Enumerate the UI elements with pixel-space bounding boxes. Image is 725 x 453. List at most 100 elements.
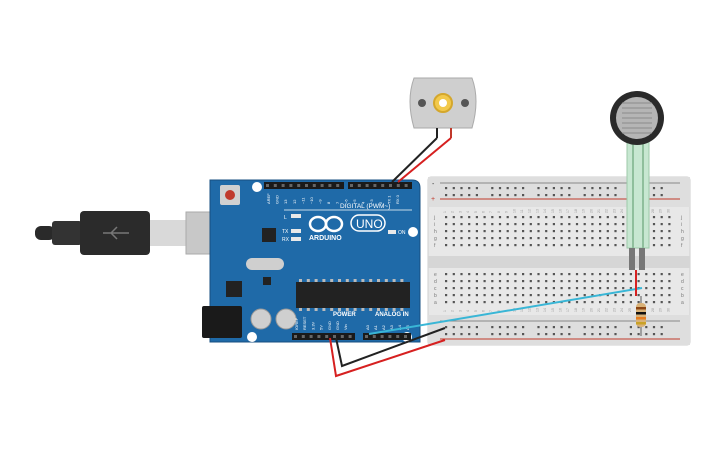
breadboard-hole[interactable] <box>614 333 617 336</box>
breadboard-hole[interactable] <box>622 294 625 297</box>
wire-5v-red[interactable] <box>329 337 446 378</box>
breadboard-hole[interactable] <box>498 333 502 336</box>
breadboard-hole[interactable] <box>614 294 617 297</box>
breadboard-hole[interactable] <box>475 280 478 283</box>
breadboard-hole[interactable] <box>652 287 656 290</box>
breadboard-hole[interactable] <box>652 280 656 283</box>
breadboard-hole[interactable] <box>506 194 509 197</box>
breadboard-hole[interactable] <box>660 273 663 276</box>
header-pin[interactable] <box>396 184 400 187</box>
breadboard-hole[interactable] <box>460 216 463 219</box>
breadboard-hole[interactable] <box>560 333 563 336</box>
breadboard-hole[interactable] <box>506 294 509 297</box>
breadboard-hole[interactable] <box>545 333 548 336</box>
breadboard-hole[interactable] <box>583 194 586 197</box>
breadboard-hole[interactable] <box>606 223 609 226</box>
breadboard-hole[interactable] <box>514 223 517 226</box>
breadboard-hole[interactable] <box>498 194 502 197</box>
breadboard-hole[interactable] <box>552 273 555 276</box>
breadboard-hole[interactable] <box>506 244 509 247</box>
header-pin[interactable] <box>273 184 277 187</box>
breadboard-hole[interactable] <box>606 273 609 276</box>
breadboard-hole[interactable] <box>645 287 648 290</box>
breadboard-hole[interactable] <box>460 273 463 276</box>
breadboard-hole[interactable] <box>599 187 602 190</box>
breadboard-hole[interactable] <box>468 223 471 226</box>
header-pin[interactable] <box>317 335 321 338</box>
breadboard-hole[interactable] <box>483 230 486 233</box>
breadboard-hole[interactable] <box>545 273 548 276</box>
breadboard-hole[interactable] <box>660 187 663 190</box>
breadboard-hole[interactable] <box>599 237 602 240</box>
breadboard-hole[interactable] <box>506 230 509 233</box>
breadboard-hole[interactable] <box>645 294 648 297</box>
header-pin[interactable] <box>381 184 385 187</box>
breadboard-hole[interactable] <box>460 280 463 283</box>
breadboard-hole[interactable] <box>506 237 509 240</box>
header-pin[interactable] <box>301 335 305 338</box>
header-pin[interactable] <box>404 184 408 187</box>
breadboard-hole[interactable] <box>660 287 663 290</box>
breadboard-hole[interactable] <box>637 273 640 276</box>
breadboard-hole[interactable] <box>660 280 663 283</box>
breadboard-hole[interactable] <box>599 223 602 226</box>
breadboard-hole[interactable] <box>475 237 478 240</box>
breadboard-hole[interactable] <box>468 244 471 247</box>
breadboard-hole[interactable] <box>483 237 486 240</box>
breadboard-hole[interactable] <box>560 280 563 283</box>
breadboard-hole[interactable] <box>637 333 640 336</box>
breadboard-hole[interactable] <box>583 326 586 329</box>
breadboard-hole[interactable] <box>445 194 448 197</box>
breadboard-hole[interactable] <box>498 216 502 219</box>
breadboard-hole[interactable] <box>475 294 478 297</box>
breadboard-hole[interactable] <box>568 333 571 336</box>
breadboard-hole[interactable] <box>491 230 494 233</box>
breadboard-hole[interactable] <box>498 273 502 276</box>
breadboard-hole[interactable] <box>583 223 586 226</box>
breadboard-hole[interactable] <box>568 280 571 283</box>
breadboard-hole[interactable] <box>491 237 494 240</box>
breadboard-hole[interactable] <box>475 273 478 276</box>
breadboard-hole[interactable] <box>491 194 494 197</box>
breadboard-hole[interactable] <box>606 244 609 247</box>
breadboard-hole[interactable] <box>522 194 525 197</box>
breadboard-hole[interactable] <box>560 223 563 226</box>
dc-motor[interactable] <box>409 77 477 138</box>
breadboard-hole[interactable] <box>483 280 486 283</box>
breadboard-hole[interactable] <box>599 244 602 247</box>
breadboard-hole[interactable] <box>645 301 648 304</box>
breadboard-hole[interactable] <box>468 187 471 190</box>
breadboard-hole[interactable] <box>452 187 455 190</box>
breadboard-hole[interactable] <box>452 280 455 283</box>
breadboard-hole[interactable] <box>498 237 502 240</box>
breadboard-hole[interactable] <box>529 287 532 290</box>
breadboard-hole[interactable] <box>506 216 509 219</box>
breadboard-hole[interactable] <box>460 333 463 336</box>
breadboard-hole[interactable] <box>606 280 609 283</box>
breadboard-hole[interactable] <box>529 273 532 276</box>
breadboard-hole[interactable] <box>660 194 663 197</box>
breadboard-hole[interactable] <box>498 326 502 329</box>
breadboard-hole[interactable] <box>483 294 486 297</box>
breadboard-hole[interactable] <box>545 280 548 283</box>
breadboard-hole[interactable] <box>514 280 517 283</box>
breadboard-hole[interactable] <box>560 237 563 240</box>
breadboard-hole[interactable] <box>614 223 617 226</box>
breadboard-hole[interactable] <box>522 187 525 190</box>
breadboard-hole[interactable] <box>599 273 602 276</box>
breadboard-hole[interactable] <box>475 326 478 329</box>
header-pin[interactable] <box>396 335 400 338</box>
breadboard-hole[interactable] <box>668 223 671 226</box>
breadboard-hole[interactable] <box>452 223 455 226</box>
breadboard-hole[interactable] <box>560 273 563 276</box>
breadboard-hole[interactable] <box>652 326 656 329</box>
breadboard-hole[interactable] <box>522 280 525 283</box>
breadboard-hole[interactable] <box>522 333 525 336</box>
breadboard-hole[interactable] <box>475 244 478 247</box>
wire-a0-cyan[interactable] <box>368 287 643 335</box>
breadboard-hole[interactable] <box>575 287 579 290</box>
breadboard-hole[interactable] <box>545 244 548 247</box>
breadboard-hole[interactable] <box>552 230 555 233</box>
breadboard-hole[interactable] <box>498 223 502 226</box>
